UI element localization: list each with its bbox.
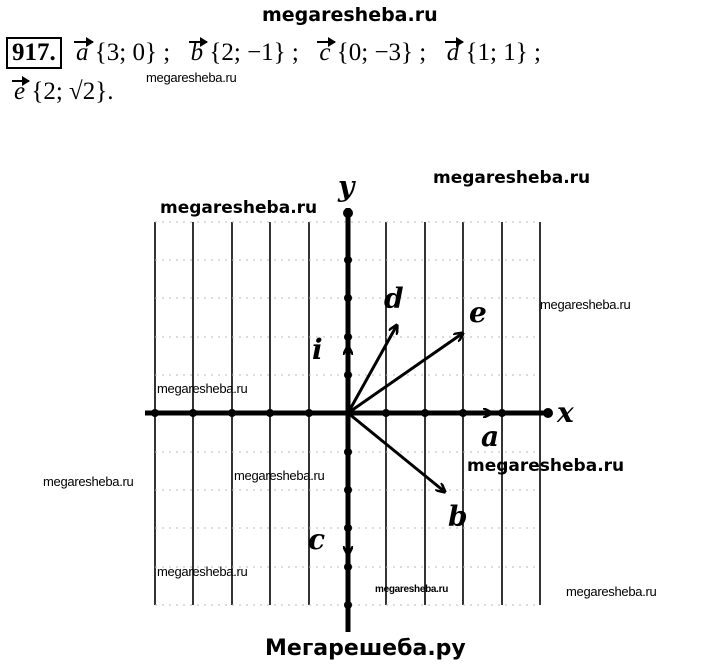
vector-e-coords: {2; √2}. [31,78,114,105]
watermark: megaresheba.ru [375,584,449,595]
label-c: c [308,523,326,556]
watermark: megaresheba.ru [146,70,237,85]
vector-e-symbol: e [11,76,31,105]
label-i: i [312,333,323,366]
vector-b-arrow [347,411,445,492]
vector-c-symbol: c [317,37,336,66]
watermark: megaresheba.ru [157,564,248,579]
header-watermark: megaresheba.ru [262,4,438,26]
grid-horizontal [155,221,540,606]
x-axis-label: x [557,396,574,429]
watermark: megaresheba.ru [43,474,134,489]
label-b: b [448,500,468,533]
vector-a-symbol: a [74,37,93,66]
task-number: 917. [6,37,62,69]
vector-a-coords: {3; 0} ; [94,39,171,66]
watermark: megaresheba.ru [467,456,625,476]
watermark: megaresheba.ru [157,381,248,396]
vector-d-arrow [346,325,397,414]
axis-ticks [151,208,553,609]
task-statement: 917. a {3; 0} ; b {2; −1} ; c {0; −3} ; … [6,37,541,69]
watermark: megaresheba.ru [234,468,325,483]
vector-c-coords: {0; −3} ; [336,39,427,66]
watermark: megaresheba.ru [540,297,631,312]
vector-b-symbol: b [188,37,208,66]
label-d: d [384,282,404,315]
footer-watermark: Мегарешеба.ру [265,636,466,661]
watermark: megaresheba.ru [566,584,657,599]
label-e: e [469,296,487,329]
watermark: megaresheba.ru [160,198,318,218]
vector-b-coords: {2; −1} ; [209,39,299,66]
watermark: megaresheba.ru [433,168,591,188]
y-axis-label: y [338,170,355,203]
vector-e-arrow [347,333,463,415]
vector-d-symbol: d [444,37,464,66]
task-statement-line2: e {2; √2}. [6,76,114,106]
label-a: a [481,420,500,453]
vector-d-coords: {1; 1} ; [465,39,541,66]
